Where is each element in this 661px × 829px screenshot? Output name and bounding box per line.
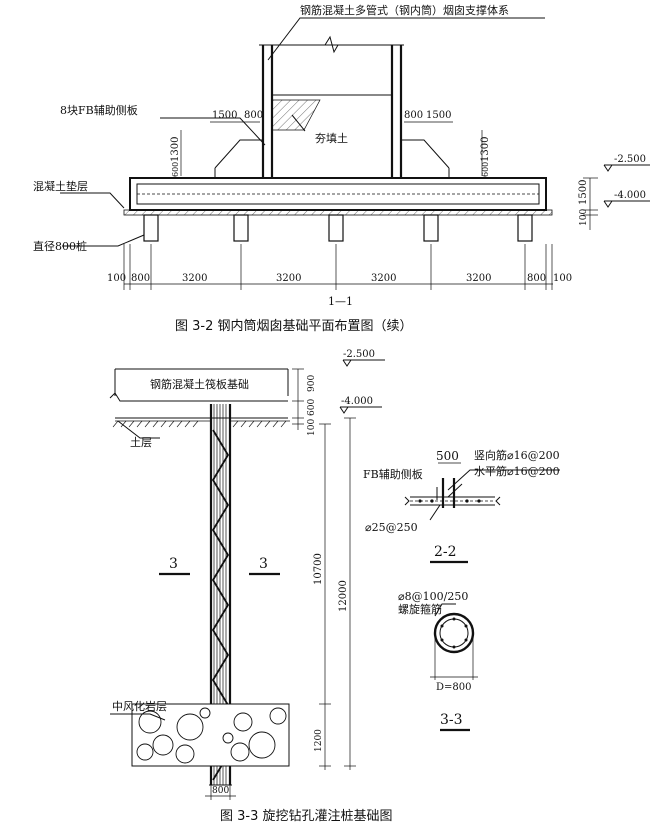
detail22-title: 2-2	[434, 544, 457, 560]
detail33-stirrup: ⌀8@100/250	[398, 590, 468, 603]
caption-fig-3-3: 图 3-3 旋挖钻孔灌注桩基础图	[220, 809, 393, 824]
detail22-dim-500: 500	[436, 449, 459, 463]
dim-1200: 1200	[314, 729, 324, 752]
dim-600-right: 600	[481, 162, 490, 177]
dim-10700: 10700	[313, 553, 324, 585]
raft-label: 钢筋混凝土筏板基础	[150, 377, 249, 391]
dim-900: 900	[307, 375, 317, 392]
dim-100: 100	[307, 419, 317, 436]
detail22-horiz-rebar: 水平筋⌀16@200	[474, 464, 560, 478]
detail33-title: 3-3	[440, 712, 463, 728]
bottom-dim-3200-c: 3200	[371, 273, 396, 284]
figure-3-2: 钢筋混凝土多管式（钢内筒）烟囱支撑体系 8块FB辅助侧板 夯填土 混凝土垫层 直…	[33, 3, 650, 334]
compacted-fill	[271, 99, 321, 131]
detail-2-2	[404, 462, 560, 564]
section-3-left: 3	[169, 556, 178, 572]
concrete-cushion	[123, 209, 553, 216]
callout-fill-label: 夯填土	[315, 131, 348, 145]
bottom-dim-100-left: 100	[107, 273, 126, 284]
rock-layer	[131, 703, 290, 767]
dim-800-bottom: 800	[212, 786, 229, 796]
dim-1300-right: 1300	[480, 137, 491, 162]
detail22-bottom-rebar: ⌀25@250	[365, 521, 418, 534]
callout-pile-label: 直径800桩	[33, 239, 87, 253]
bottom-dim-3200-d: 3200	[466, 273, 491, 284]
rock-label: 中风化岩层	[112, 699, 167, 713]
dim-1500-right: 1500	[426, 110, 451, 121]
dim-800-left: 800	[244, 110, 263, 121]
dim-1300-left: 1300	[170, 137, 181, 162]
detail33-diameter: D=800	[436, 682, 471, 693]
dims-top	[180, 121, 650, 230]
figure-3-3: -2.500 钢筋混凝土筏板基础 -4.000 900 600 100 土层 3…	[109, 349, 560, 824]
callout-cushion-label: 混凝土垫层	[33, 179, 88, 193]
elev-second-fig3-3: -4.000	[341, 396, 373, 407]
elev-bottom: -4.000	[614, 190, 646, 201]
section-label-1-1: 1—1	[328, 295, 353, 308]
elev-top: -2.500	[614, 154, 646, 165]
dim-800-right: 800	[404, 110, 423, 121]
dim-12000: 12000	[338, 580, 349, 612]
detail22-vert-rebar: 竖向筋⌀16@200	[474, 448, 560, 462]
bottom-dim-3200-b: 3200	[276, 273, 301, 284]
callout-chimney-label: 钢筋混凝土多管式（钢内筒）烟囱支撑体系	[300, 3, 509, 17]
detail22-panel-label: FB辅助侧板	[363, 467, 423, 481]
caption-fig-3-2: 图 3-2 钢内筒烟囱基础平面布置图（续）	[175, 318, 413, 334]
dims-bottom	[123, 244, 553, 290]
dim-600-left: 600	[171, 162, 180, 177]
bottom-dim-800-left: 800	[131, 273, 150, 284]
elev-top-fig3-3: -2.500	[343, 349, 375, 360]
detail-3-3	[430, 603, 478, 732]
dim-1500-left: 1500	[212, 110, 237, 121]
elevation-markers	[292, 359, 385, 430]
bottom-dim-3200-a: 3200	[182, 273, 207, 284]
raft-foundation-box	[109, 368, 290, 428]
fb-side-panels	[214, 139, 450, 178]
section-3-right: 3	[259, 556, 268, 572]
pile-heads	[143, 214, 533, 242]
callout-side-panels-label: 8块FB辅助侧板	[60, 103, 138, 117]
dim-100-vert: 100	[579, 209, 589, 226]
soil-label: 土层	[130, 436, 152, 449]
vertical-dims	[205, 417, 356, 800]
dim-1500-vert: 1500	[578, 180, 589, 205]
detail33-stirrup-name: 螺旋箍筋	[398, 602, 442, 616]
bottom-dim-800-right: 800	[527, 273, 546, 284]
raft-slab	[129, 177, 547, 211]
leaders-fig3-3	[110, 420, 166, 721]
dim-600: 600	[307, 399, 317, 416]
callout-leaders	[60, 17, 545, 247]
bottom-dim-100-right: 100	[553, 273, 572, 284]
